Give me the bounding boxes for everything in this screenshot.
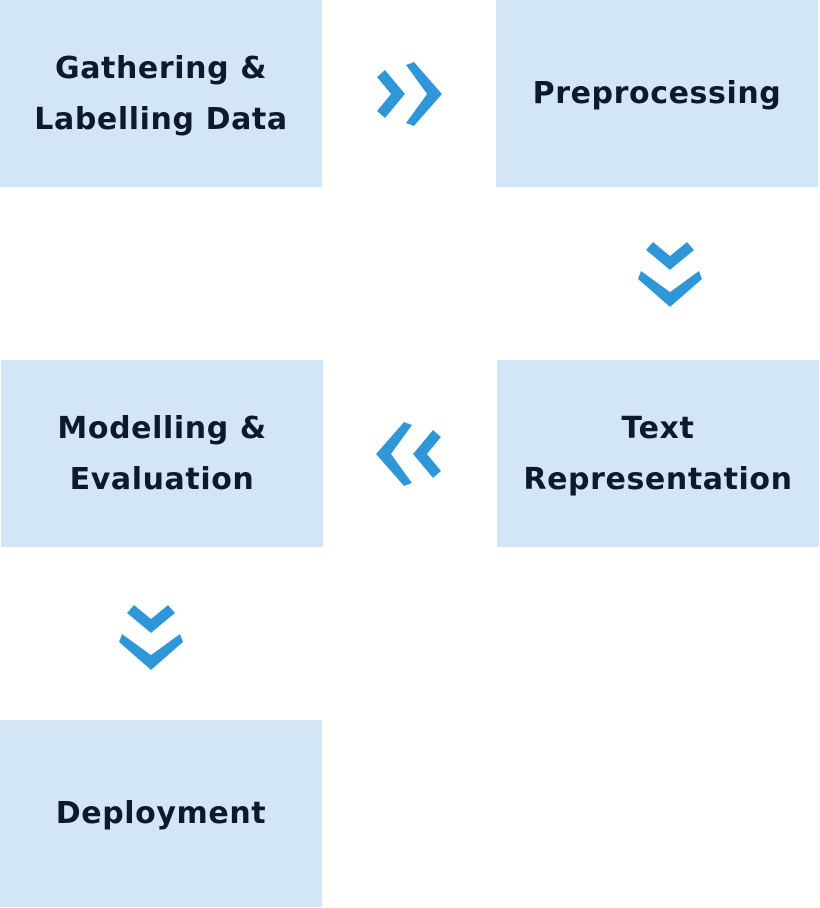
step-label: Deployment <box>55 796 267 831</box>
step-text-representation: Text Representation <box>497 360 819 547</box>
double-chevron-down-icon <box>633 237 707 311</box>
step-preprocessing: Preprocessing <box>496 0 818 187</box>
step-label: Preprocessing <box>532 76 782 111</box>
step-deployment: Deployment <box>0 720 322 907</box>
step-label: Gathering & Labelling Data <box>34 50 288 137</box>
double-chevron-down-icon <box>114 600 188 674</box>
double-chevron-right-icon <box>372 57 446 131</box>
step-gathering-labelling-data: Gathering & Labelling Data <box>0 0 322 187</box>
step-modelling-evaluation: Modelling & Evaluation <box>1 360 323 547</box>
step-label: Modelling & Evaluation <box>57 410 267 497</box>
step-label: Text Representation <box>523 410 793 497</box>
double-chevron-left-icon <box>372 417 446 491</box>
